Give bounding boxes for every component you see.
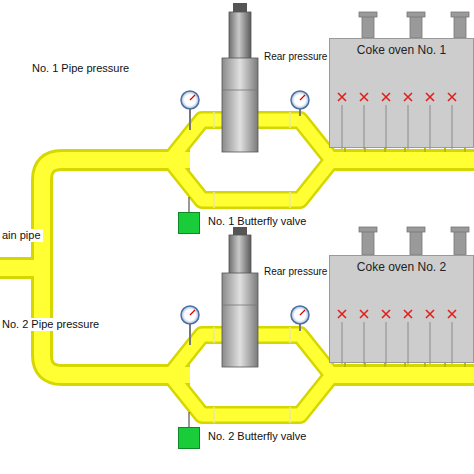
coke-oven: Coke oven No. 1 bbox=[329, 38, 474, 148]
burner-mark bbox=[382, 310, 390, 318]
oven-title: Coke oven No. 2 bbox=[330, 256, 473, 274]
pipe-label: No. 1 Pipe pressure bbox=[30, 62, 131, 75]
pipe-network bbox=[0, 120, 474, 415]
flue-line bbox=[386, 105, 387, 149]
burner-mark bbox=[426, 310, 434, 318]
riser bbox=[464, 363, 466, 367]
flue-line bbox=[342, 105, 343, 149]
burner-mark bbox=[360, 310, 368, 318]
flue-line bbox=[364, 322, 365, 364]
riser bbox=[464, 148, 466, 152]
riser bbox=[444, 148, 446, 152]
burner-mark bbox=[426, 93, 434, 101]
pipe-label: ain pipe bbox=[0, 229, 43, 242]
riser bbox=[404, 363, 406, 367]
burner-mark bbox=[338, 310, 346, 318]
riser bbox=[424, 363, 426, 367]
riser bbox=[344, 148, 346, 152]
burner-mark bbox=[448, 93, 456, 101]
butterfly-valve: No. 1 Butterfly valve bbox=[178, 212, 200, 234]
riser bbox=[404, 148, 406, 152]
flue-line bbox=[364, 105, 365, 149]
pipe-label: Rear pressure bbox=[262, 265, 329, 278]
flue-line bbox=[386, 322, 387, 364]
flue-line bbox=[430, 105, 431, 149]
burner-mark bbox=[404, 310, 412, 318]
valve-actuator bbox=[222, 3, 258, 152]
flue-line bbox=[452, 322, 453, 364]
valve-label: No. 1 Butterfly valve bbox=[206, 215, 308, 227]
valve-label: No. 2 Butterfly valve bbox=[206, 430, 308, 442]
flue-line bbox=[430, 322, 431, 364]
riser bbox=[444, 363, 446, 367]
flue-line bbox=[452, 105, 453, 149]
burner-mark bbox=[382, 93, 390, 101]
burner-mark bbox=[338, 93, 346, 101]
pipe-label: Rear pressure bbox=[262, 50, 329, 63]
flue-line bbox=[342, 322, 343, 364]
pipe-label: No. 2 Pipe pressure bbox=[0, 318, 101, 331]
riser bbox=[424, 148, 426, 152]
oven-title: Coke oven No. 1 bbox=[330, 39, 473, 57]
burner-mark bbox=[448, 310, 456, 318]
coke-oven: Coke oven No. 2 bbox=[329, 255, 474, 363]
burner-mark bbox=[360, 93, 368, 101]
flue-line bbox=[408, 322, 409, 364]
pressure-gauges bbox=[181, 91, 309, 345]
valve-actuator bbox=[222, 226, 258, 367]
butterfly-valve: No. 2 Butterfly valve bbox=[178, 427, 200, 449]
flue-line bbox=[408, 105, 409, 149]
burner-mark bbox=[404, 93, 412, 101]
riser bbox=[344, 363, 346, 367]
